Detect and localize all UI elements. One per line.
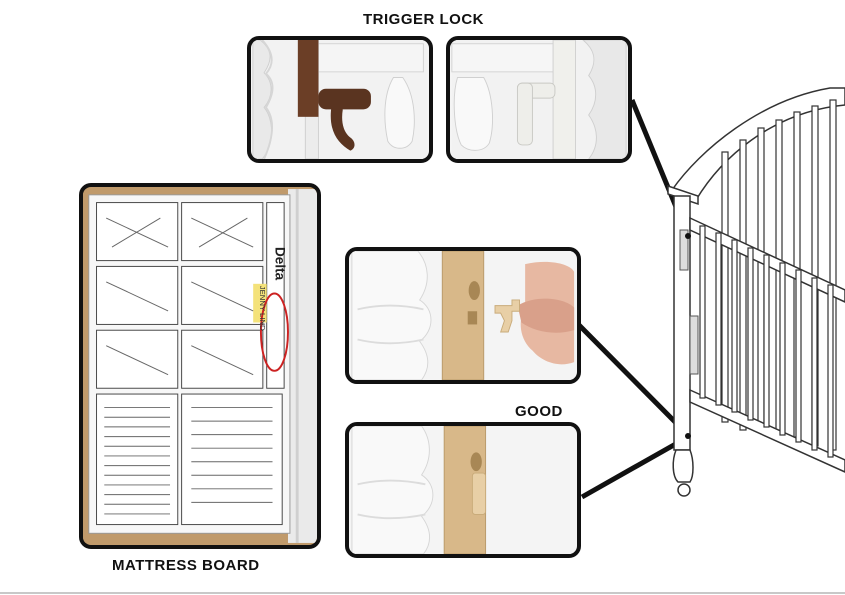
mattress-board-image: Delta JENNY LIND (83, 189, 317, 543)
mattress-board-label: MATTRESS BOARD (112, 557, 260, 574)
trigger-lock-white-panel (446, 36, 632, 163)
trigger-lock-brown-panel (247, 36, 433, 163)
trigger-lock-label: TRIGGER LOCK (363, 11, 484, 28)
trigger-lock-white-icon (451, 40, 627, 159)
lock-plug-insert-panel (345, 247, 581, 384)
mattress-board-panel: Delta JENNY LIND (79, 183, 321, 549)
lock-plug-good-panel (345, 422, 581, 558)
board-model-text: JENNY LIND (258, 286, 267, 331)
lock-plug-installed-icon (351, 426, 575, 554)
bottom-divider (0, 592, 845, 594)
board-brand-logo: Delta (272, 247, 287, 281)
lock-plug-icon (351, 251, 575, 380)
trigger-lock-brown-icon (252, 40, 428, 159)
good-label: GOOD (515, 403, 563, 420)
